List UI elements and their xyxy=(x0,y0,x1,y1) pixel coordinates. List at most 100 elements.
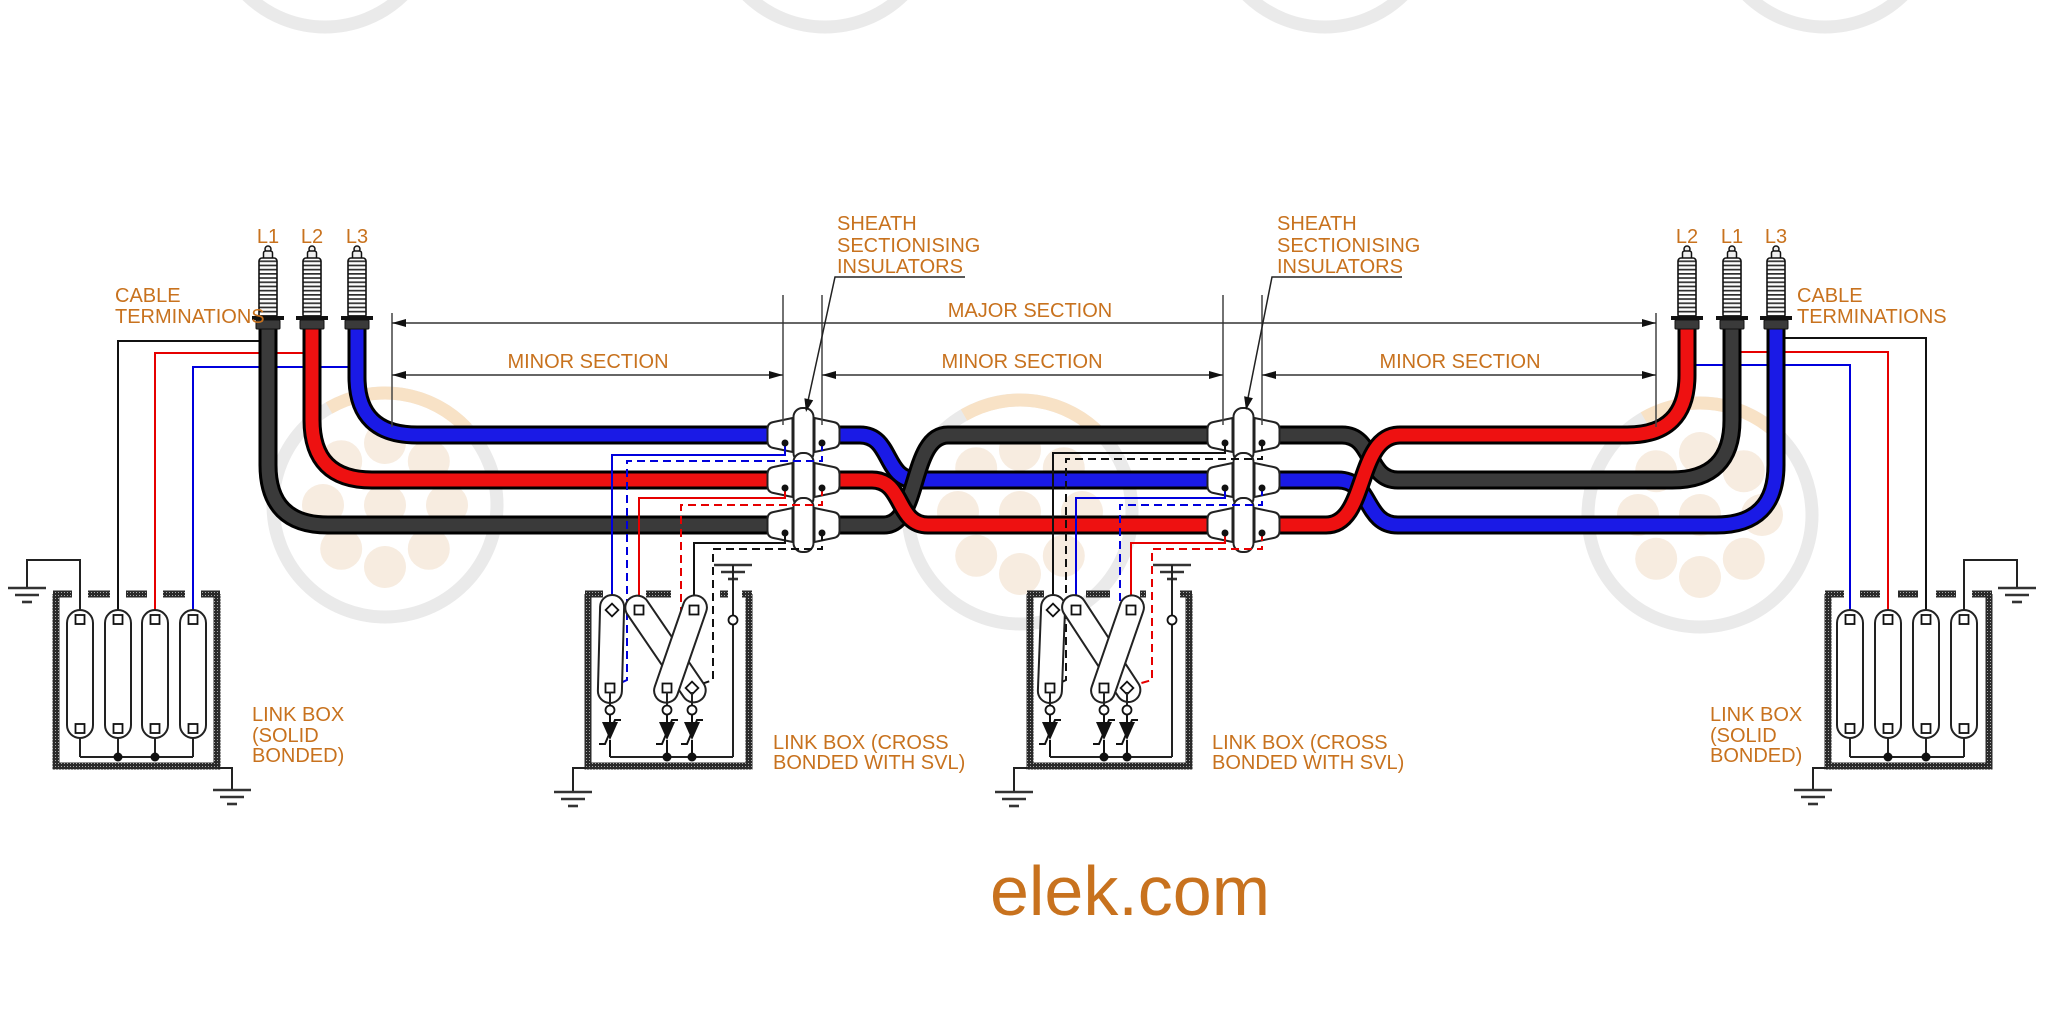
link-terminal xyxy=(1125,604,1137,616)
termination-l2 xyxy=(1670,245,1704,330)
earth-symbol xyxy=(552,790,594,808)
cable-l3-core xyxy=(350,318,1783,532)
termination-l3 xyxy=(340,245,374,330)
watermark-logo-icon xyxy=(172,0,478,68)
enclosure-earth-wire xyxy=(218,767,233,790)
cable-terminations-right xyxy=(1670,245,1793,330)
minor-section-label-1: MINOR SECTION xyxy=(507,351,668,373)
svl-stubs xyxy=(609,692,693,706)
minor-section-label-3: MINOR SECTION xyxy=(1379,351,1540,373)
major-section-label: MAJOR SECTION xyxy=(948,300,1112,322)
phase-label-right-l3: L3 xyxy=(1765,226,1787,248)
svg-text:INSULATORS: INSULATORS xyxy=(837,256,963,278)
link xyxy=(104,609,132,758)
bond-lead-black-dashed xyxy=(695,533,823,687)
link-box-cross-label-1: LINK BOX (CROSS xyxy=(773,732,949,754)
termination-l2 xyxy=(295,245,329,330)
elek-logo: elek.com xyxy=(990,852,1270,930)
power-cables xyxy=(258,318,1786,535)
sheath-lead-black xyxy=(117,340,268,610)
cable-l1-outline xyxy=(258,318,1742,535)
link-terminal xyxy=(604,682,616,694)
link-box-enclosure xyxy=(1026,594,1193,770)
svg-text:(SOLID: (SOLID xyxy=(1710,725,1777,747)
link xyxy=(1874,609,1902,758)
bond-lead-blue-solid xyxy=(1075,488,1226,610)
cable-terminations-label-left: CABLE xyxy=(115,285,181,307)
link-terminal-diamond xyxy=(684,680,700,696)
surge-arrester-symbol xyxy=(655,704,679,758)
phase-label-left-l3: L3 xyxy=(346,226,368,248)
earth-symbol xyxy=(1792,788,1834,806)
svg-text:BONDED WITH SVL): BONDED WITH SVL) xyxy=(773,752,965,774)
link-box-cross-label-2: LINK BOX (CROSS xyxy=(1212,732,1388,754)
cable-terminations-label-right: CABLE xyxy=(1797,285,1863,307)
earth-symbol xyxy=(6,586,48,604)
enclosure-earth-wire xyxy=(572,767,587,792)
link-terminal xyxy=(633,604,645,616)
link-box-solid-label-right: LINK BOX xyxy=(1710,704,1802,726)
bond-lead-black-solid xyxy=(693,533,786,610)
svg-text:TERMINATIONS: TERMINATIONS xyxy=(115,306,265,328)
phase-label-right-l1: L1 xyxy=(1721,226,1743,248)
link-terminal-diamond xyxy=(1045,602,1061,618)
junction-dot xyxy=(1883,752,1893,762)
watermark-logo-icon xyxy=(1172,0,1478,68)
svg-text:BONDED): BONDED) xyxy=(1710,745,1802,767)
junction-dot xyxy=(1099,752,1109,762)
bond-lead-blue-solid xyxy=(611,443,786,610)
surge-arrester-symbol xyxy=(680,704,704,758)
link xyxy=(1912,609,1940,758)
link-box-enclosure xyxy=(584,594,753,770)
insulator-connection-dots xyxy=(1221,439,1266,537)
insulator-connection-dots xyxy=(781,439,826,537)
enclosure-earth-wire xyxy=(1812,767,1827,790)
link-terminal xyxy=(1098,682,1110,694)
link xyxy=(179,609,207,758)
svg-text:TERMINATIONS: TERMINATIONS xyxy=(1797,306,1947,328)
link-terminal xyxy=(688,604,700,616)
link-box-cross-1 xyxy=(552,563,754,808)
termination-l3 xyxy=(1759,245,1793,330)
sheath-insulator-group-1 xyxy=(766,407,841,553)
bond-lead-black-solid xyxy=(1052,443,1226,610)
phase-label-left-l1: L1 xyxy=(257,226,279,248)
link-terminal-diamond xyxy=(1119,680,1135,696)
extension-lines xyxy=(391,295,1657,427)
minor-section-label-2: MINOR SECTION xyxy=(941,351,1102,373)
earth-link-point xyxy=(727,614,739,626)
cable-l1-core xyxy=(261,318,1739,532)
link-box-left-solid xyxy=(6,559,253,806)
watermark-logo-icon xyxy=(672,0,978,68)
bond-lead-red-solid xyxy=(638,488,786,610)
bond-lead-red-solid xyxy=(1130,533,1226,610)
cable-l3-outline xyxy=(347,318,1786,535)
link-terminal-diamond xyxy=(604,602,620,618)
svg-text:BONDED): BONDED) xyxy=(252,745,344,767)
link xyxy=(1950,609,1978,758)
cable-l2-outline xyxy=(302,318,1697,535)
sheath-insulators-label-2: SHEATH xyxy=(1277,213,1357,235)
link-box-enclosure xyxy=(52,594,221,770)
phase-label-right-l2: L2 xyxy=(1676,226,1698,248)
junction-dot xyxy=(662,752,672,762)
phase-label-left-l2: L2 xyxy=(301,226,323,248)
svg-text:SECTIONISING: SECTIONISING xyxy=(837,235,980,257)
bond-lead-red-dashed xyxy=(1130,533,1263,687)
surge-arrester-symbol xyxy=(1038,704,1062,758)
dimension-lines xyxy=(391,276,1657,427)
labels: L1 L2 L3 L2 L1 L3 CABLE TERMINATIONS CAB… xyxy=(115,213,1947,930)
bond-lead-red-dashed xyxy=(668,488,823,687)
leader-line-1 xyxy=(805,276,965,411)
earth-link-wire xyxy=(1963,559,2018,610)
leader-arrow-2 xyxy=(1244,396,1253,410)
svg-text:BONDED WITH SVL): BONDED WITH SVL) xyxy=(1212,752,1404,774)
link-box-solid-label-left: LINK BOX xyxy=(252,704,344,726)
junction-dot xyxy=(1921,752,1931,762)
svg-text:INSULATORS: INSULATORS xyxy=(1277,256,1403,278)
svl-stubs xyxy=(1049,692,1128,706)
sheath-lead-black xyxy=(1776,337,1927,610)
svg-text:(SOLID: (SOLID xyxy=(252,725,319,747)
surge-arrester-symbol xyxy=(1092,704,1116,758)
